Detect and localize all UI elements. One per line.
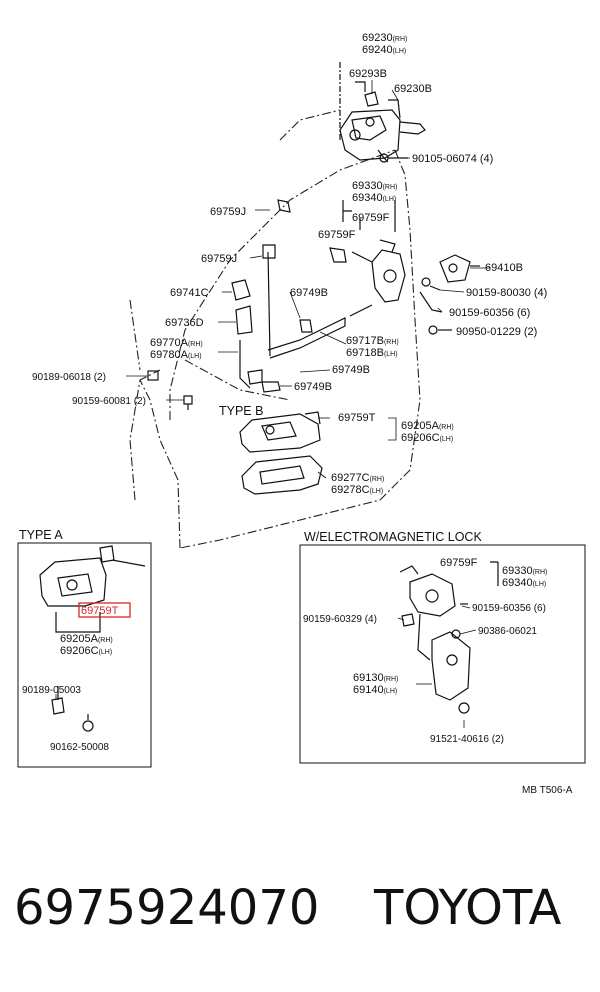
label-69330-e: 69330(RH) [502, 565, 547, 577]
label-69410B: 69410B [485, 262, 523, 274]
label-69340: 69340(LH) [352, 192, 396, 204]
label-90162-50008: 90162-50008 [50, 742, 109, 753]
label-69759F-1: 69759F [352, 212, 390, 224]
electromagnetic-lock-icon [399, 561, 499, 714]
label-69749B-3: 69749B [294, 381, 332, 393]
door-outline [129, 109, 421, 549]
label-69741C: 69741C [170, 287, 209, 299]
brand-name: TOYOTA [374, 880, 562, 936]
door-lock-parts-diagram: 69230(RH) 69240(LH) 69293B 69230B 90105-… [17, 32, 586, 796]
label-69770A: 69770A(RH) [150, 337, 203, 349]
section-type-a: TYPE A [19, 528, 63, 542]
label-69736D: 69736D [165, 317, 204, 329]
label-91521-40616: 91521-40616 (2) [430, 734, 504, 745]
linkage-rods-icon [231, 199, 373, 393]
type-a-box [17, 542, 152, 768]
label-69718B: 69718B(LH) [346, 347, 398, 359]
label-69206C-b: 69206C(LH) [401, 432, 453, 444]
label-69293B: 69293B [349, 68, 387, 80]
diagram-reference: MB T506-A [522, 785, 573, 796]
label-90159-60356: 90159-60356 (6) [449, 307, 530, 319]
inside-handle-type-b-icon [239, 411, 323, 495]
label-69749B-1: 69749B [290, 287, 328, 299]
label-69340-e: 69340(LH) [502, 577, 546, 589]
door-lock-body-icon [329, 200, 406, 303]
label-90159-60356-e: 90159-60356 (6) [472, 603, 546, 614]
part-number: 6975924070 [14, 880, 320, 936]
label-69205A-b: 69205A(RH) [401, 420, 454, 432]
label-90386-06021: 90386-06021 [478, 626, 537, 637]
part-labels: 69230(RH) 69240(LH) 69293B 69230B 90105-… [19, 32, 573, 796]
section-electromagnetic-lock: W/ELECTROMAGNETIC LOCK [304, 530, 482, 544]
electromagnetic-lock-box [299, 544, 586, 764]
label-69759J-2: 69759J [201, 253, 237, 265]
inside-handle-type-a-icon [39, 545, 146, 732]
label-69749B-2: 69749B [332, 364, 370, 376]
label-69330: 69330(RH) [352, 180, 397, 192]
label-90159-60329: 90159-60329 (4) [303, 614, 377, 625]
label-69759F-2: 69759F [318, 229, 356, 241]
label-69240: 69240(LH) [362, 44, 406, 56]
label-69277C: 69277C(RH) [331, 472, 384, 484]
upper-lock-assembly-icon [339, 62, 426, 163]
label-69759F-c: 69759F [440, 557, 478, 569]
part-caption: 6975924070 TOYOTA [0, 880, 600, 950]
label-90159-60081: 90159-60081 (2) [72, 396, 146, 407]
label-90105-06074: 90105-06074 (4) [412, 153, 493, 165]
label-69759J-1: 69759J [210, 206, 246, 218]
label-69230B: 69230B [394, 83, 432, 95]
label-69206C-a: 69206C(LH) [60, 645, 112, 657]
label-90189-05003: 90189-05003 [22, 685, 81, 696]
label-69278C: 69278C(LH) [331, 484, 383, 496]
label-69717B: 69717B(RH) [346, 335, 399, 347]
label-69205A-a: 69205A(RH) [60, 633, 113, 645]
label-69759T-b: 69759T [338, 412, 376, 424]
leader-lines [55, 80, 490, 728]
label-69140: 69140(LH) [353, 684, 397, 696]
label-69230: 69230(RH) [362, 32, 407, 44]
label-90189-06018: 90189-06018 (2) [32, 372, 106, 383]
fasteners-icon [147, 370, 193, 410]
section-type-b: TYPE B [219, 404, 263, 418]
highlight-box-69759T [78, 602, 131, 618]
label-90950-01229: 90950-01229 (2) [456, 326, 537, 338]
label-69759T-a: 69759T [81, 605, 119, 617]
label-90159-80030: 90159-80030 (4) [466, 287, 547, 299]
label-69130: 69130(RH) [353, 672, 398, 684]
label-69780A: 69780A(LH) [150, 349, 202, 361]
striker-icon [419, 254, 480, 335]
